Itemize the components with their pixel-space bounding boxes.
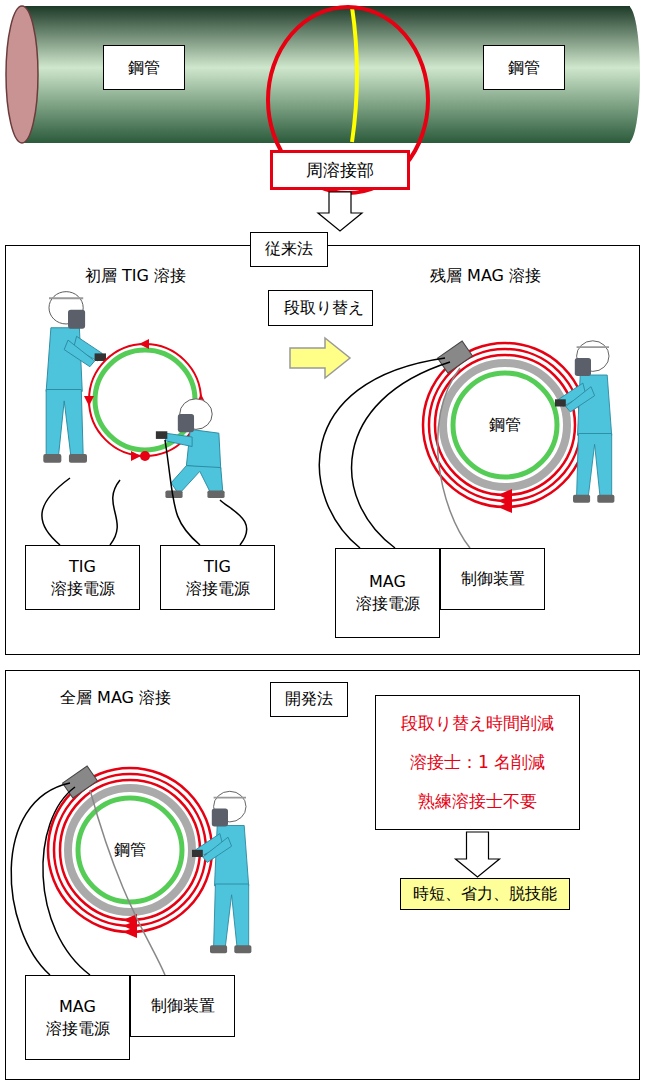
method-panel: 従来法段取り替え鋼管 TIG 溶接電源 TIG 溶接電源 MAG 溶接電源 制御装置 (5, 232, 640, 655)
node-text: 制御装置 (461, 568, 525, 590)
mag-all-scene (11, 766, 251, 975)
node-text: 段取り替え (284, 297, 358, 319)
pipe-label: 鋼管 (114, 840, 146, 861)
node-text: MAG 溶接電源 (351, 571, 425, 614)
node-text: 周溶接部 (306, 159, 374, 182)
power-source: MAG 溶接電源 (25, 975, 130, 1060)
pipe-label: 鋼管 (489, 415, 521, 436)
power-source: MAG 溶接電源 (335, 548, 440, 638)
tig-scene (42, 292, 247, 545)
steel-pipe (6, 6, 640, 143)
node-text: 制御装置 (151, 995, 215, 1017)
panel-title: 開発法 (270, 682, 348, 717)
power-source: TIG 溶接電源 (25, 545, 140, 610)
controller-box: 制御装置 (440, 548, 545, 610)
mag-scene (319, 341, 614, 548)
controller-box: 制御装置 (130, 975, 235, 1037)
weld-callout: 周溶接部 (270, 150, 410, 190)
pipe-label: 鋼管 (483, 45, 565, 90)
process-label: 初層 TIG 溶接 (85, 266, 186, 287)
node-text: 溶接士：1 名削減 (410, 751, 545, 774)
node-text: 鋼管 (489, 415, 521, 436)
node-text: 鋼管 (114, 840, 146, 861)
result-box: 時短、省力、脱技能 (400, 878, 570, 910)
process-label: 全層 MAG 溶接 (60, 688, 171, 709)
node-text: 鋼管 (508, 57, 540, 79)
node-text: 熟練溶接士不要 (418, 790, 537, 813)
panel-title: 従来法 (250, 232, 328, 267)
node-text: 時短、省力、脱技能 (413, 884, 557, 905)
process-box: 段取り替え (268, 290, 373, 326)
flow-arrow (318, 192, 362, 231)
benefit-box: 段取り替え時間削減溶接士：1 名削減熟練溶接士不要 (375, 695, 580, 830)
node-text: TIG 溶接電源 (181, 556, 255, 599)
node-text: 段取り替え時間削減 (401, 712, 554, 735)
power-source: TIG 溶接電源 (160, 545, 275, 610)
weld-line (352, 7, 357, 142)
node-text: TIG 溶接電源 (46, 556, 120, 599)
pipe-label: 鋼管 (103, 45, 185, 90)
highlight-ring (268, 7, 428, 193)
process-label: 残層 MAG 溶接 (430, 266, 541, 287)
node-text: 鋼管 (128, 57, 160, 79)
process-arrow (290, 338, 350, 378)
node-text: MAG 溶接電源 (41, 996, 115, 1039)
flow-arrow (456, 832, 500, 877)
method-panel: 開発法鋼管 段取り替え時間削減溶接士：1 名削減熟練溶接士不要時短、省力、脱技能 M… (5, 668, 640, 1080)
